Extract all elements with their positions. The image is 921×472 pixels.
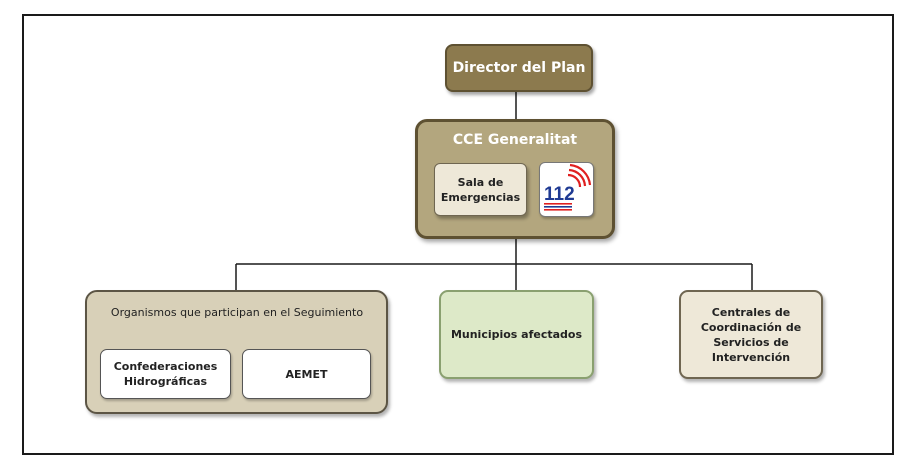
emergency-112-logo: 112 — [539, 162, 594, 217]
sala-emergencias-node: Sala de Emergencias — [434, 163, 527, 216]
aemet-node: AEMET — [242, 349, 371, 399]
confederaciones-label: Confederaciones Hidrográficas — [113, 360, 218, 388]
director-node: Director del Plan — [445, 44, 593, 92]
director-label: Director del Plan — [452, 60, 586, 76]
organismos-title: Organismos que participan en el Seguimie… — [110, 306, 364, 319]
municipios-label: Municipios afectados — [450, 328, 583, 341]
confederaciones-node: Confederaciones Hidrográficas — [100, 349, 231, 399]
aemet-label: AEMET — [285, 367, 328, 381]
municipios-node: Municipios afectados — [439, 290, 594, 379]
centrales-label: Centrales de Coordinación de Servicios d… — [700, 305, 802, 364]
logo-text: 112 — [544, 184, 575, 205]
sala-emergencias-label: Sala de Emergencias — [440, 175, 521, 204]
112-logo-icon: 112 — [544, 163, 592, 211]
centrales-node: Centrales de Coordinación de Servicios d… — [679, 290, 823, 379]
cce-title: CCE Generalitat — [452, 132, 578, 148]
